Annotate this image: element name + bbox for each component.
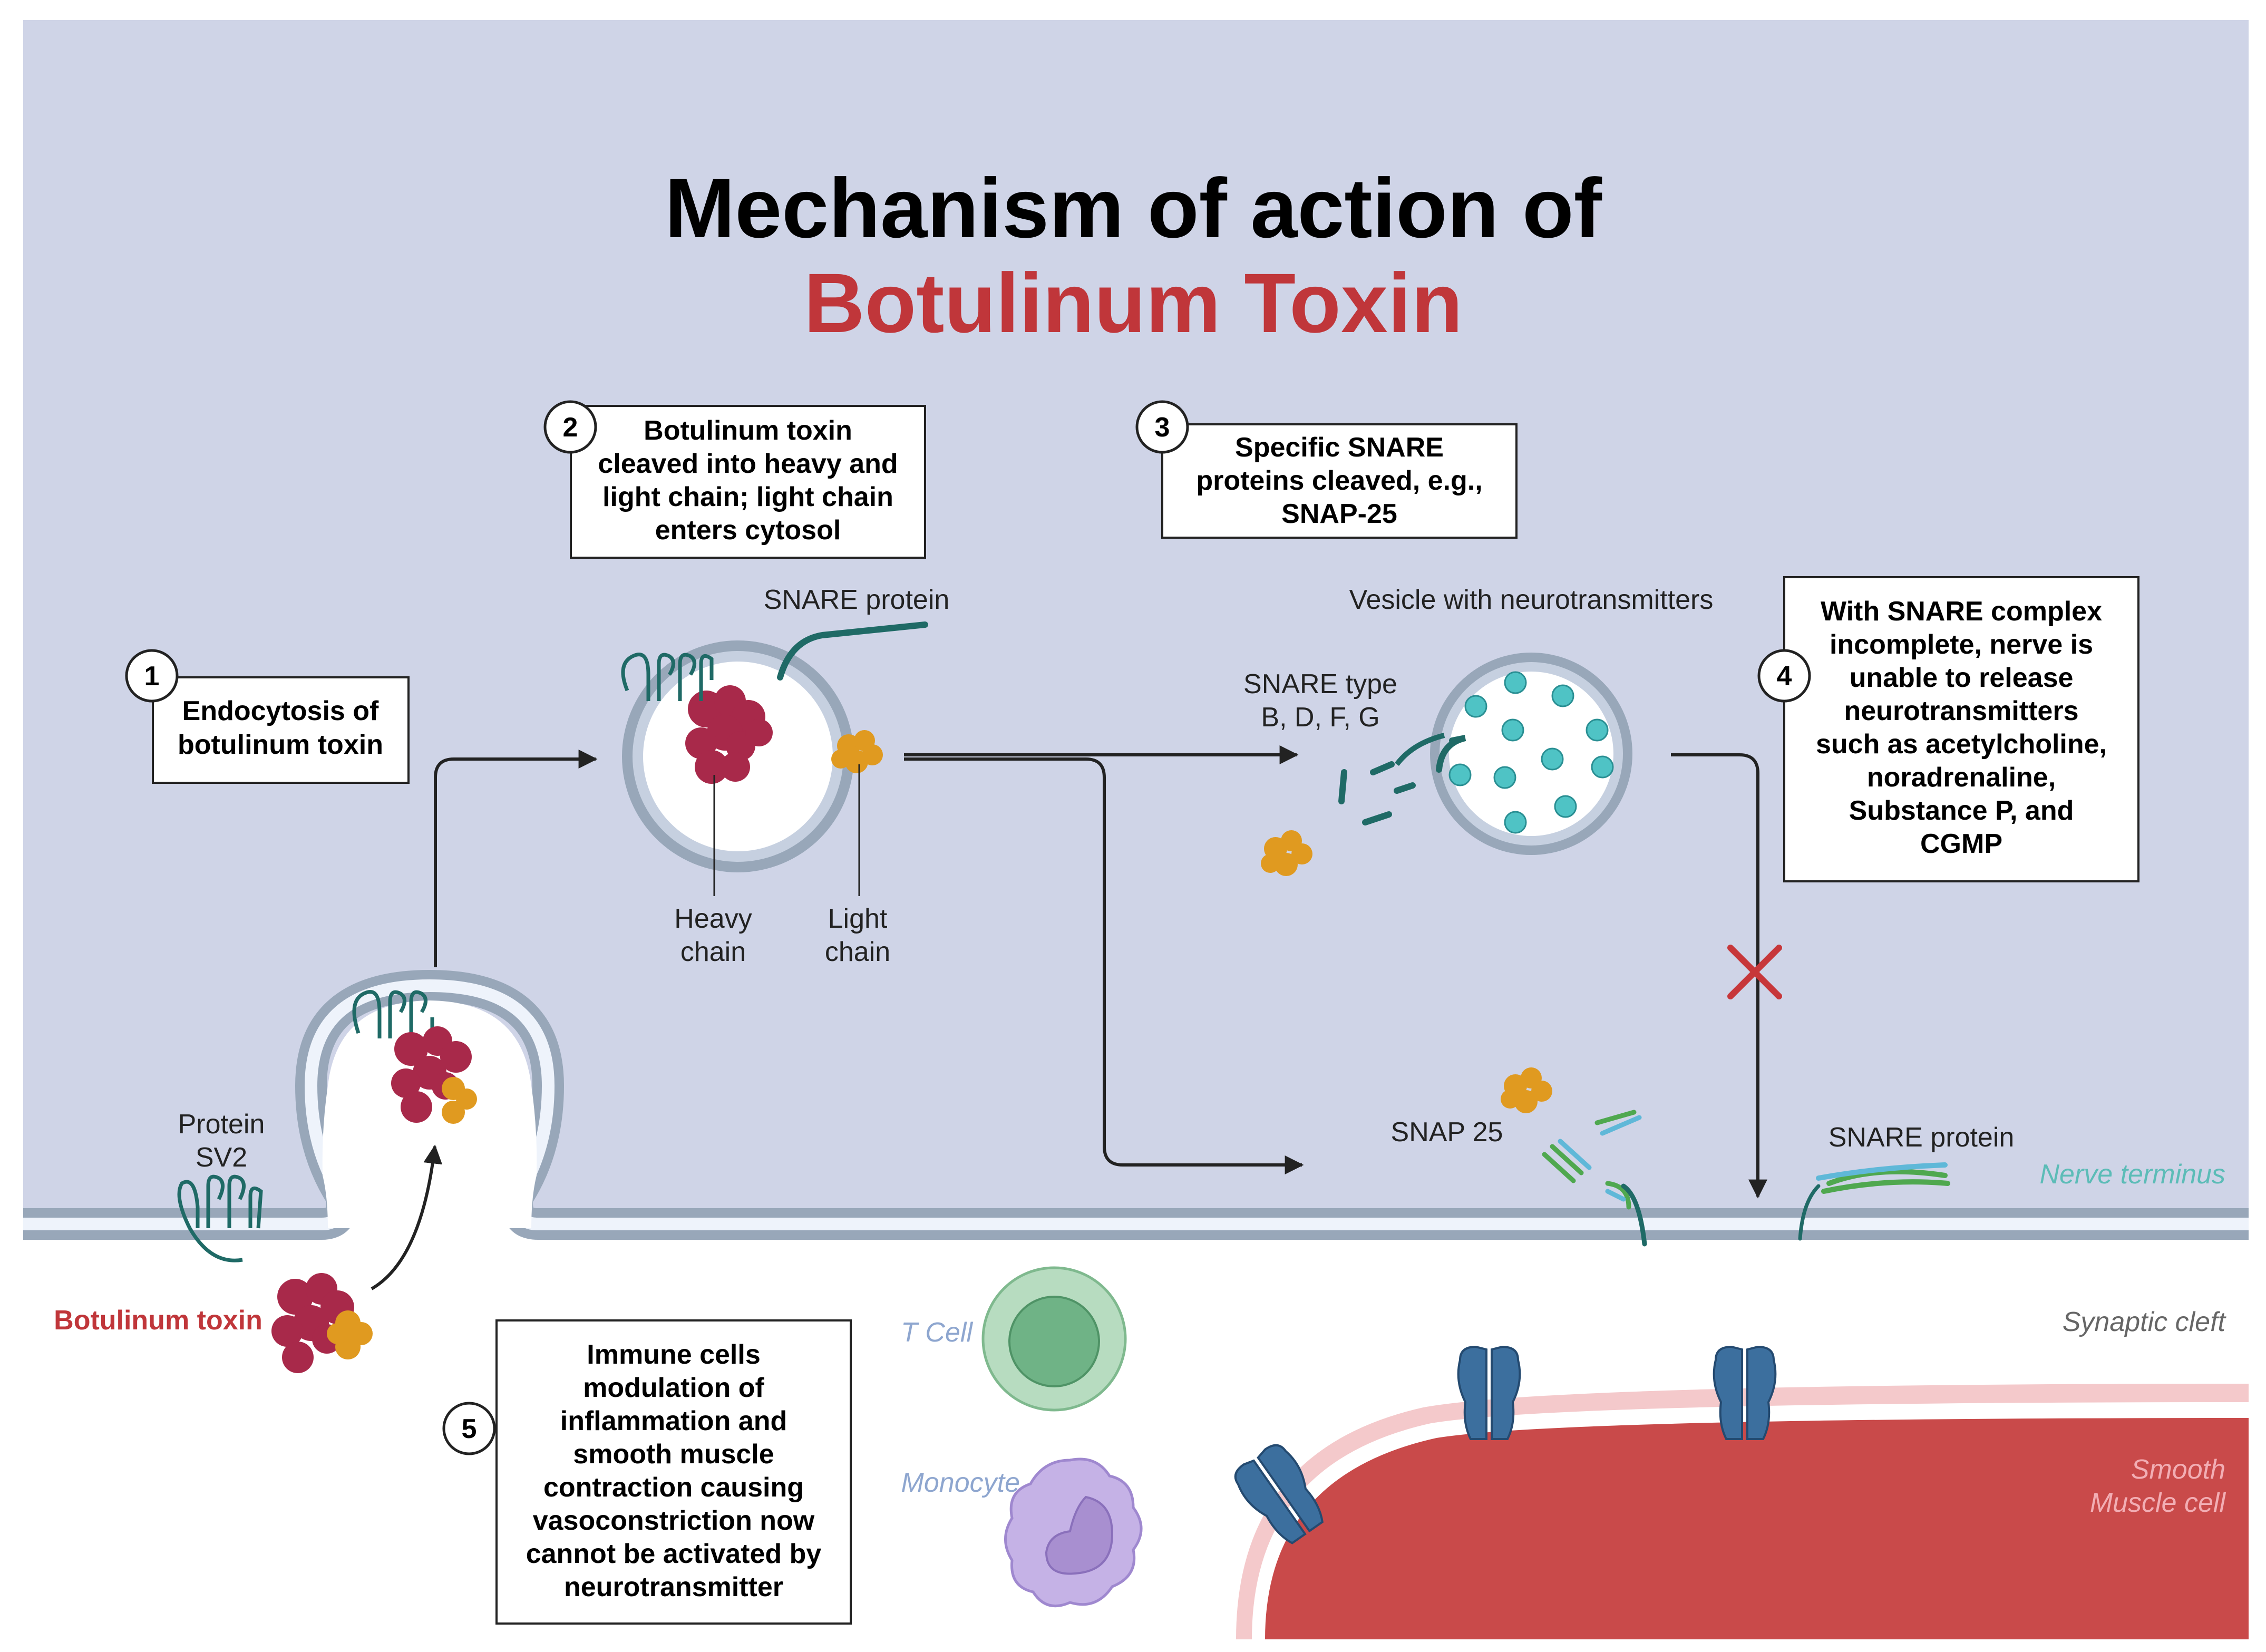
snare-type-label-2: B, D, F, G	[1261, 702, 1379, 733]
snare-strand-to-vesicle	[1395, 733, 1445, 766]
heavy-chain-label-1: Heavy	[674, 903, 752, 934]
snare-complex-icon	[1798, 1162, 1950, 1241]
step-4-text-6: noradrenaline,	[1867, 762, 2056, 793]
sv2-pocket-icon	[352, 990, 434, 1038]
step-3-text-3: SNAP-25	[1281, 499, 1397, 529]
monocyte-icon	[1004, 1457, 1143, 1608]
synaptic-vesicle	[1430, 653, 1632, 855]
step-5-text-5: contraction causing	[543, 1472, 804, 1503]
blocked-cross-icon	[1727, 945, 1782, 999]
neurotransmitter-icons	[1448, 671, 1614, 834]
snare-type-label-1: SNARE type	[1243, 669, 1397, 699]
vesicle-label: Vesicle with neurotransmitters	[1349, 585, 1714, 615]
snare-protein-bottom-label: SNARE protein	[1829, 1122, 2015, 1153]
smooth-muscle-cell	[1265, 1418, 2249, 1639]
synaptic-cleft-label: Synaptic cleft	[2063, 1307, 2227, 1337]
sv2-membrane-icon	[177, 1174, 263, 1262]
smooth-muscle-label-2: Muscle cell	[2090, 1488, 2226, 1518]
step-5-text-6: vasoconstriction now	[533, 1505, 815, 1536]
receptor-channel-icon-1	[1457, 1345, 1521, 1440]
step-2-text-4: enters cytosol	[655, 515, 841, 546]
step-2-number: 2	[563, 412, 578, 443]
step-2-box	[570, 405, 926, 559]
light-chain-icon	[831, 730, 883, 773]
step-5-text-2: modulation of	[583, 1373, 764, 1403]
arrow-endocytosis-to-cleavage	[434, 750, 598, 967]
step-2-text-2: cleaved into heavy and	[598, 449, 898, 479]
monocyte-label: Monocyte	[901, 1468, 1020, 1498]
arrow-to-snap25	[904, 757, 1304, 1174]
heavy-chain-label-2: chain	[680, 937, 746, 967]
step-1-box	[152, 676, 410, 784]
step-5-text-8: neurotransmitter	[564, 1572, 783, 1602]
step-5-text-7: cannot be activated by	[526, 1539, 822, 1569]
botulinum-toxin-label: Botulinum toxin	[54, 1305, 262, 1336]
step-3-box	[1161, 423, 1518, 539]
step-4-text-3: unable to release	[1850, 663, 2074, 693]
smooth-muscle-label-1: Smooth	[2131, 1454, 2225, 1485]
botulinum-toxin-free-icon	[271, 1273, 373, 1373]
step-3-text-2: proteins cleaved, e.g.,	[1196, 465, 1482, 496]
step-3-number-badge	[1135, 400, 1189, 454]
snare-protein-top-icon	[777, 621, 928, 681]
step-3-number: 3	[1155, 412, 1170, 443]
step-4-number: 4	[1777, 661, 1792, 692]
light-chain-snap25-icon	[1501, 1067, 1552, 1113]
step-4-text-5: such as acetylcholine,	[1816, 729, 2107, 760]
step-1: Endocytosis of botulinum toxin 1	[125, 649, 410, 784]
step-4-box	[1783, 576, 2139, 882]
step-2-text-3: light chain; light chain	[602, 482, 893, 512]
t-cell-icon	[981, 1266, 1127, 1412]
arrow-toxin-into-pocket	[371, 1144, 443, 1290]
snap25-cleaved-icon	[1542, 1110, 1647, 1247]
receptor-channel-icon-3	[1234, 1444, 1324, 1544]
step-1-number-badge	[125, 649, 179, 703]
step-4-text-7: Substance P, and	[1849, 795, 2074, 826]
heavy-chain-endosome-icon	[685, 685, 773, 784]
step-2: Botulinum toxin cleaved into heavy and l…	[543, 400, 926, 559]
step-5-text-4: smooth muscle	[573, 1439, 774, 1470]
step-3: Specific SNARE proteins cleaved, e.g., S…	[1135, 400, 1518, 539]
step-1-number: 1	[144, 661, 160, 692]
title-line-2: Botulinum Toxin	[804, 256, 1463, 350]
step-4-text-2: incomplete, nerve is	[1830, 629, 2093, 660]
step-4-text-8: CGMP	[1920, 829, 2002, 859]
step-3-text-1: Specific SNARE	[1235, 432, 1444, 463]
step-2-text-1: Botulinum toxin	[644, 415, 852, 446]
receptor-channel-icon-2	[1713, 1345, 1777, 1440]
protein-sv2-label-2: SV2	[196, 1142, 247, 1173]
snap25-label: SNAP 25	[1391, 1117, 1503, 1148]
sv2-endosome-icon	[621, 653, 714, 701]
step-4-text-4: neurotransmitters	[1844, 696, 2079, 726]
t-cell-label: T Cell	[901, 1317, 973, 1348]
arrow-blocked-release	[1671, 753, 1767, 1199]
step-1-text-2: botulinum toxin	[178, 730, 383, 760]
step-1-text-1: Endocytosis of	[182, 696, 379, 726]
step-4-text-1: With SNARE complex	[1821, 596, 2102, 627]
step-4-number-badge	[1757, 649, 1811, 703]
step-5-number-badge	[442, 1402, 496, 1455]
light-chain-near-vesicle-icon	[1261, 830, 1312, 876]
step-5-text-3: inflammation and	[560, 1406, 787, 1436]
step-5: Immune cells modulation of inflammation …	[442, 1319, 852, 1625]
cleaved-snare-fragments-icon	[1338, 735, 1466, 825]
step-4: With SNARE complex incomplete, nerve is …	[1757, 576, 2139, 882]
title-line-1: Mechanism of action of	[665, 161, 1602, 255]
light-chain-label-2: chain	[825, 937, 890, 967]
toxin-in-pocket-icon	[391, 1026, 477, 1124]
step-5-text-1: Immune cells	[587, 1339, 760, 1370]
step-2-number-badge	[543, 400, 597, 454]
nerve-terminus-label: Nerve terminus	[2039, 1159, 2225, 1190]
protein-sv2-label-1: Protein	[178, 1109, 265, 1140]
light-chain-label-1: Light	[828, 903, 888, 934]
step-5-box	[495, 1319, 852, 1625]
step-5-number: 5	[462, 1414, 477, 1444]
snare-protein-top-label: SNARE protein	[764, 585, 950, 615]
